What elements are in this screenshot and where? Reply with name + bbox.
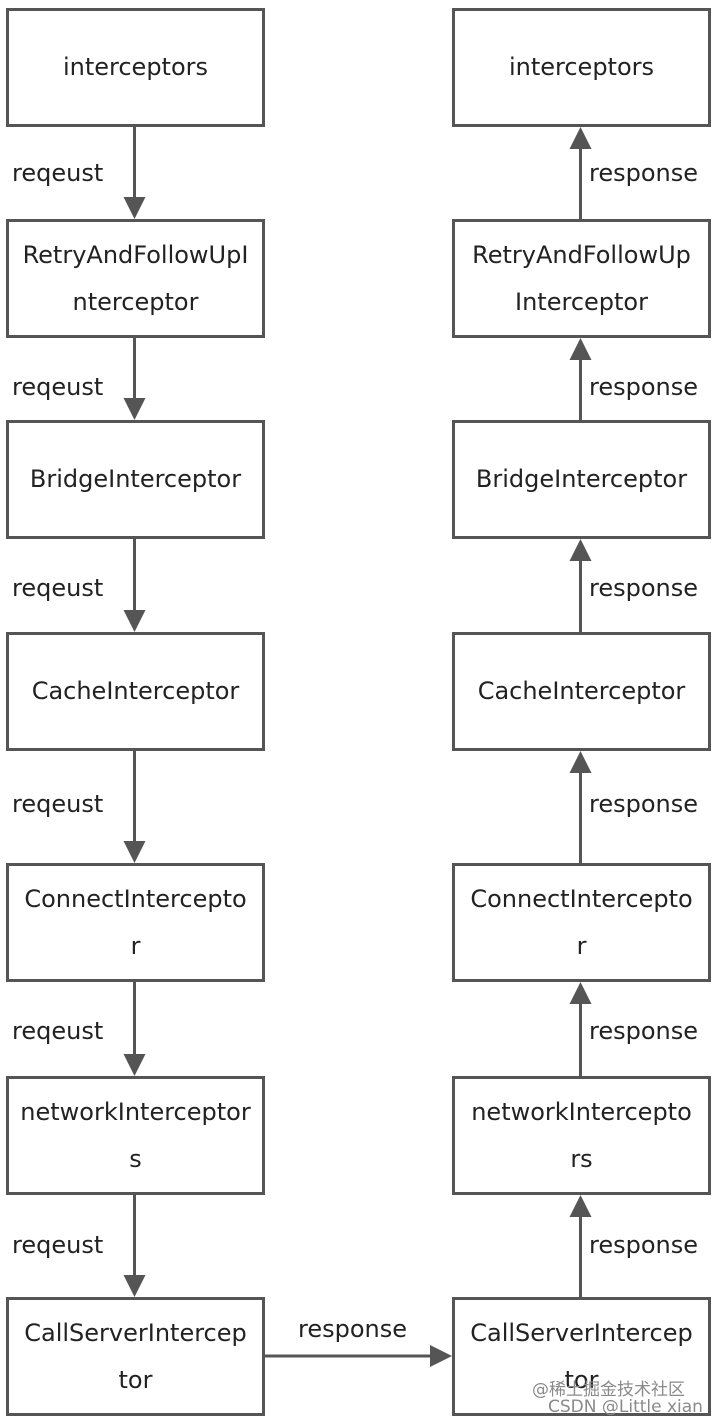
request-arrowhead <box>123 1275 146 1297</box>
left-node-callserver: CallServerIntercep tor <box>6 1297 265 1416</box>
left-node-text-line: s <box>129 1144 142 1173</box>
response-edge-label: response <box>589 373 699 401</box>
left-node-text-line: interceptors <box>62 53 209 81</box>
request-arrowhead <box>123 610 146 632</box>
left-node-text-line: ConnectIntercepto <box>24 884 247 913</box>
request-edge-label: reqeust <box>12 373 104 401</box>
left-node-text-line: BridgeInterceptor <box>29 465 242 493</box>
response-arrowhead <box>569 751 592 773</box>
response-arrowhead <box>569 982 592 1004</box>
response-edge-label: response <box>589 159 699 187</box>
response-edge-label: response <box>589 574 699 602</box>
right-node-text-line: tor <box>564 1365 599 1394</box>
left-node-retry: RetryAndFollowUpI nterceptor <box>6 219 265 338</box>
right-node-text-line: networkIntercepto <box>471 1097 692 1126</box>
watermark-csdn: CSDN @Little xian <box>548 1397 703 1417</box>
left-node-text-line: tor <box>118 1365 153 1394</box>
response-edge-label: response <box>589 1231 699 1259</box>
left-node-text-line: CallServerIntercep <box>24 1318 247 1347</box>
left-node-network: networkInterceptor s <box>6 1076 265 1195</box>
right-node-connect: ConnectIntercepto r <box>452 863 711 982</box>
left-node-text-line: networkInterceptor <box>20 1097 251 1126</box>
request-edge-label: reqeust <box>12 1231 104 1259</box>
right-node-text-line: CacheInterceptor <box>477 677 686 705</box>
request-edge-label: reqeust <box>12 790 104 818</box>
left-node-connect: ConnectIntercepto r <box>6 863 265 982</box>
response-arrowhead <box>569 127 592 149</box>
request-edge-label: reqeust <box>12 574 104 602</box>
right-node-interceptors: interceptors <box>452 8 711 127</box>
arrows-layer <box>123 127 592 1367</box>
watermark-juejin: @稀土掘金技术社区 <box>532 1380 685 1400</box>
right-node-text-line: CallServerIntercep <box>470 1318 693 1347</box>
right-node-cache: CacheInterceptor <box>452 632 711 751</box>
right-node-text-line: BridgeInterceptor <box>475 465 688 493</box>
right-node-text-line: interceptors <box>508 53 655 81</box>
right-node-text-line: ConnectIntercepto <box>470 884 693 913</box>
right-node-bridge: BridgeInterceptor <box>452 420 711 539</box>
right-node-text-line: Interceptor <box>515 287 648 316</box>
request-arrowhead <box>123 197 146 219</box>
request-arrowhead <box>123 398 146 420</box>
request-arrowhead <box>123 841 146 863</box>
left-node-cache: CacheInterceptor <box>6 632 265 751</box>
right-node-text-line: r <box>576 931 587 960</box>
left-node-text-line: CacheInterceptor <box>31 677 240 705</box>
request-edge-label: reqeust <box>12 159 104 187</box>
response-arrowhead <box>569 539 592 561</box>
left-node-text-line: RetryAndFollowUpI <box>22 240 249 269</box>
bottom-response-arrowhead <box>430 1345 452 1367</box>
bottom-response-label: response <box>298 1315 408 1343</box>
right-node-network: networkIntercepto rs <box>452 1076 711 1195</box>
left-node-text-line: r <box>130 931 141 960</box>
right-node-text-line: RetryAndFollowUp <box>472 240 691 269</box>
left-node-interceptors: interceptors <box>6 8 265 127</box>
right-node-text-line: rs <box>570 1144 593 1173</box>
response-edge-label: response <box>589 790 699 818</box>
request-arrowhead <box>123 1054 146 1076</box>
response-arrowhead <box>569 1195 592 1217</box>
request-edge-label: reqeust <box>12 1017 104 1045</box>
response-arrowhead <box>569 338 592 360</box>
left-node-bridge: BridgeInterceptor <box>6 420 265 539</box>
response-edge-label: response <box>589 1017 699 1045</box>
left-node-text-line: nterceptor <box>72 287 199 316</box>
right-node-callserver: CallServerIntercep tor <box>452 1297 711 1416</box>
